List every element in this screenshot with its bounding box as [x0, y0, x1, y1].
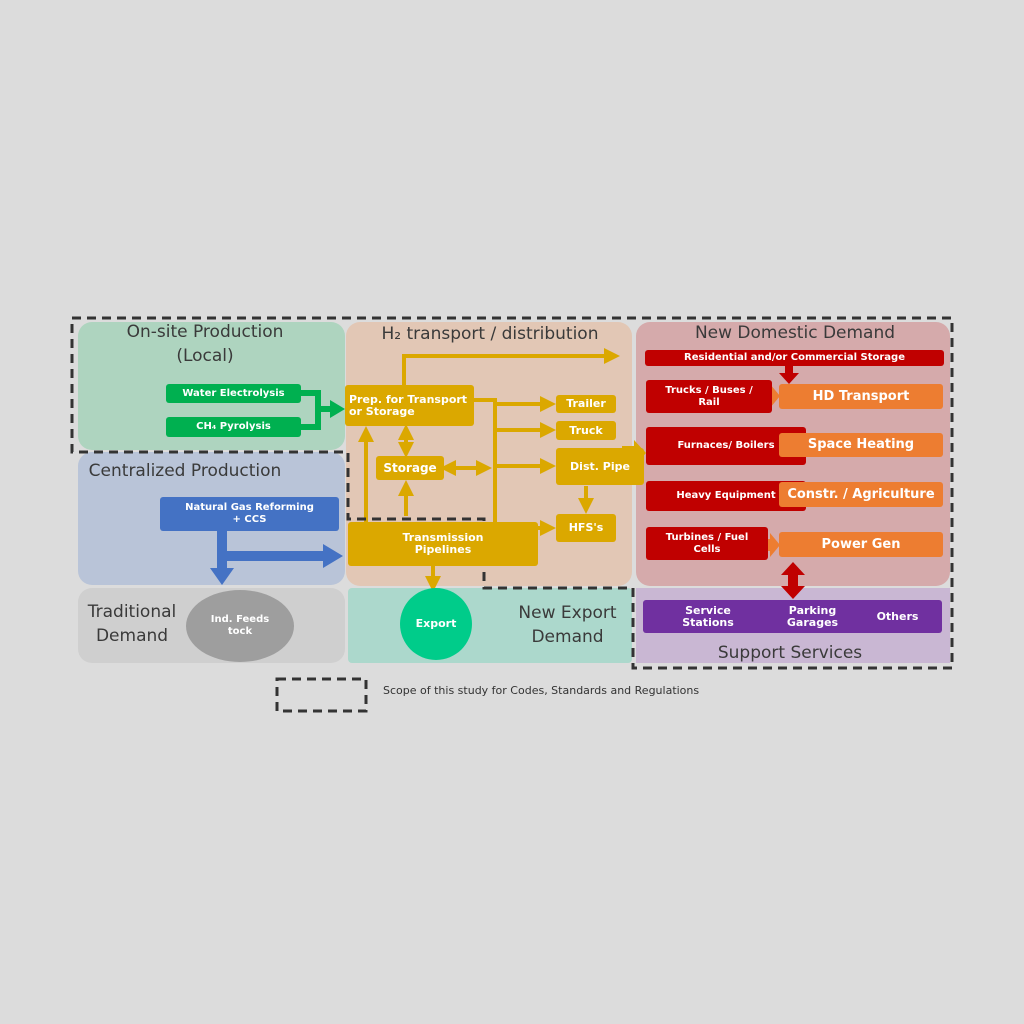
legend-label: Scope of this study for Codes, Standards… [383, 684, 700, 697]
centralized-title: Centralized Production [88, 461, 282, 481]
water-electrolysis-box: Water Electrolysis [166, 384, 301, 403]
ch4-pyrolysis-box: CH₄ Pyrolysis [166, 417, 301, 437]
ng-reforming-box: Natural Gas Reforming + CCS [160, 497, 339, 531]
use-box: Power Gen [779, 532, 943, 557]
blue-arrowheads [210, 544, 343, 585]
green-arrow [301, 390, 332, 430]
feedstock-circle: Ind. Feeds tock [186, 590, 294, 662]
support-title: Support Services [717, 643, 863, 663]
green-arrowhead [330, 400, 345, 418]
onsite-title: On-site Production (Local) [126, 322, 284, 366]
blue-arrow [217, 531, 325, 570]
export-panel [348, 588, 632, 663]
transmission-pipelines-box: Transmission Pipelines [348, 522, 538, 566]
red-down-arrow [779, 366, 799, 384]
scope-dashed-outline [70, 316, 954, 670]
dist-pipe-box: Dist. Pipe [556, 448, 644, 485]
legend-dashed-box [275, 677, 368, 713]
traditional-title: Traditional Demand [87, 602, 177, 646]
prep-transport-box: Prep. for Transport or Storage [345, 385, 474, 426]
source-box: Turbines / Fuel Cells [646, 527, 768, 560]
red-double-arrow [781, 562, 805, 599]
use-box: Space Heating [779, 433, 943, 457]
residential-storage-box: Residential and/or Commercial Storage [645, 350, 944, 366]
hfs-box: HFS's [556, 514, 616, 542]
export-circle: Export [400, 588, 472, 660]
truck-box: Truck [556, 421, 616, 440]
domestic-title: New Domestic Demand [694, 323, 896, 343]
trailer-box: Trailer [556, 395, 616, 413]
export-title: New Export Demand [518, 603, 617, 647]
support-item: Others [853, 600, 942, 633]
storage-box: Storage [376, 456, 444, 480]
use-box: HD Transport [779, 384, 943, 409]
use-box: Constr. / Agriculture [779, 482, 943, 507]
transport-title: H₂ transport / distribution [381, 324, 599, 344]
source-box: Trucks / Buses / Rail [646, 380, 772, 413]
